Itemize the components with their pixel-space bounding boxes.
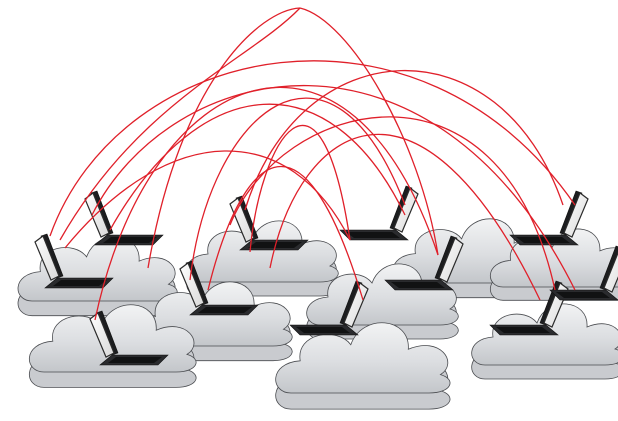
laptop: [84, 190, 164, 246]
laptop: [509, 190, 589, 246]
connection-arc: [244, 69, 564, 211]
laptops-layer: [34, 185, 618, 366]
connection-arc: [109, 103, 406, 231]
connection-arc: [299, 7, 439, 256]
connection-arc: [229, 116, 556, 291]
connection-arc: [94, 86, 439, 321]
laptop: [384, 235, 464, 291]
connection-arc: [269, 133, 541, 301]
connection-arc: [207, 165, 364, 301]
laptop: [89, 310, 169, 366]
connection-arc: [49, 60, 576, 237]
connection-arc: [249, 124, 351, 253]
laptop: [179, 260, 259, 316]
connection-arc: [189, 97, 406, 281]
connection-arc: [64, 150, 351, 249]
laptop: [549, 245, 618, 301]
laptop: [489, 280, 569, 336]
laptop: [34, 233, 114, 289]
cloud: [275, 322, 451, 410]
connection-arc: [91, 84, 576, 291]
connection-arcs-layer: [49, 7, 576, 321]
connection-arc: [59, 7, 301, 241]
laptop: [289, 280, 369, 336]
